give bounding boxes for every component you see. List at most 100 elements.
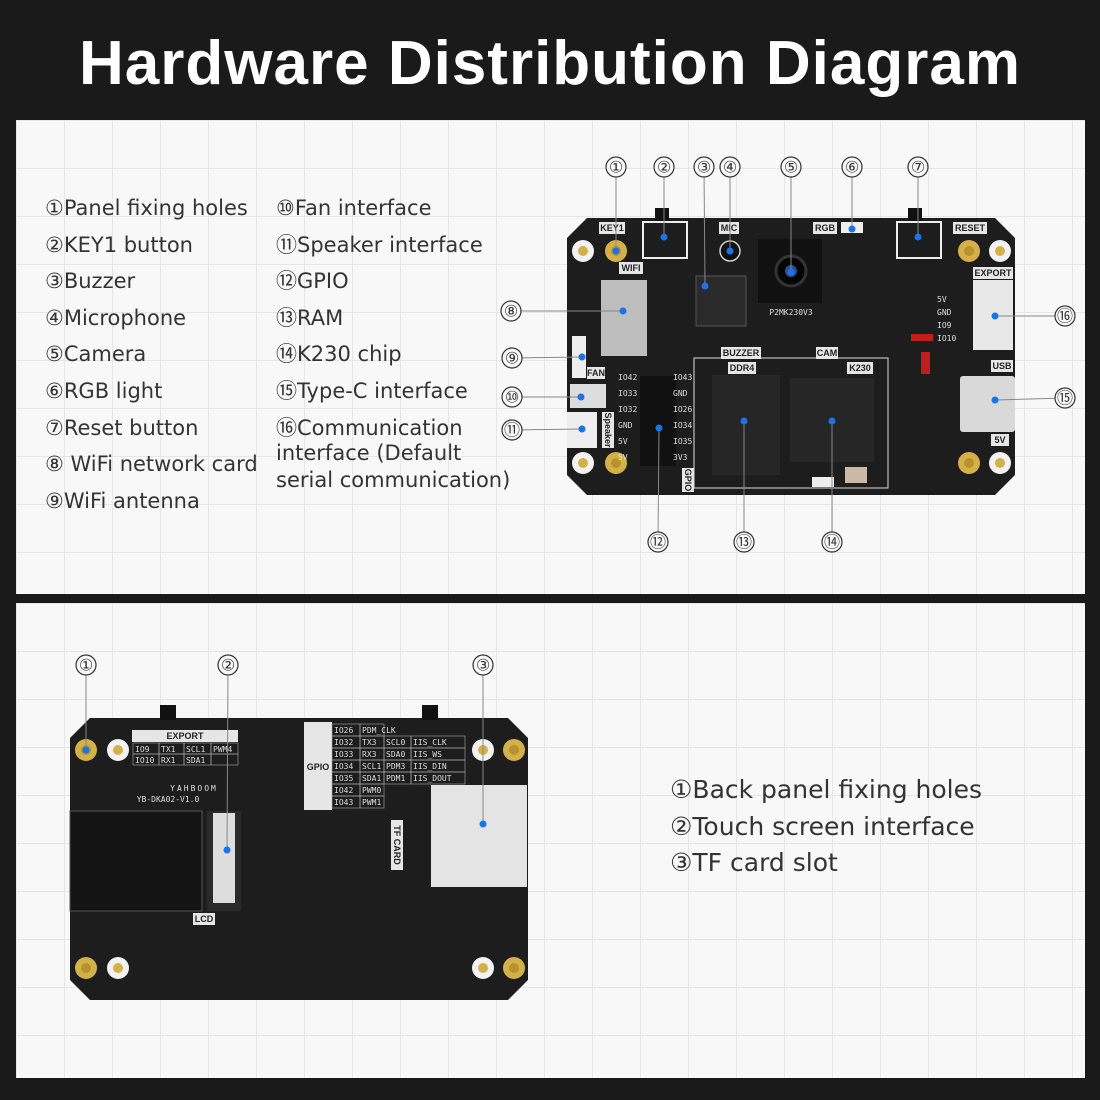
- board-label-reset: RESET: [955, 223, 986, 233]
- wifi-module: [601, 280, 647, 356]
- camera-model-label: P2MK230V3: [769, 308, 813, 317]
- page-title: Hardware Distribution Diagram: [79, 29, 1021, 98]
- brand-logo: YAHBOOM: [170, 784, 218, 793]
- callout-dot: [479, 820, 487, 828]
- callout-number: ③: [476, 656, 490, 675]
- legend-item: ⑮Type-C interface: [276, 379, 468, 403]
- legend-item: interface (Default: [276, 441, 462, 465]
- callout-dot: [991, 312, 999, 320]
- board-label-export: EXPORT: [974, 268, 1012, 278]
- export-cell: IO9: [135, 745, 150, 754]
- board-label-speaker: Speaker: [603, 412, 613, 448]
- export-cell: TX1: [161, 745, 176, 754]
- gpio-pin-label: 5V: [618, 453, 628, 462]
- callout-number: ⑥: [845, 158, 859, 177]
- callout-dot: [740, 417, 748, 425]
- legend-item: ②KEY1 button: [45, 232, 193, 257]
- gpio-cell: IO35: [334, 774, 353, 783]
- board-label-buzzer: BUZZER: [723, 348, 760, 358]
- callout-number: ②: [657, 158, 671, 177]
- gpio-cell: IO33: [334, 750, 353, 759]
- legend-item: ⑦Reset button: [45, 415, 199, 440]
- touch-screen-connector: [213, 813, 235, 903]
- gpio-pin-label: IO33: [618, 389, 637, 398]
- legend-item: ⑧ WiFi network card: [45, 452, 258, 477]
- fan-connector: [570, 384, 606, 408]
- callout-number: ①: [609, 158, 623, 177]
- callout-number: ⑦: [911, 158, 925, 177]
- callout-number: ⑮: [1057, 389, 1073, 408]
- board-label-key1: KEY1: [600, 223, 624, 233]
- gpio-cell: PDM_CLK: [362, 726, 396, 735]
- gpio-pin-label: 3V3: [673, 453, 688, 462]
- model-label: YB-DKA02-V1.0: [137, 795, 200, 804]
- callout-number: ④: [723, 158, 737, 177]
- board-label-k230: K230: [849, 363, 871, 373]
- legend-item: ⑪Speaker interface: [276, 232, 483, 257]
- legend-item: ⑩Fan interface: [276, 196, 432, 220]
- gpio-pin-label: IO34: [673, 421, 692, 430]
- export-pin-label: 5V: [937, 295, 947, 304]
- legend-item: ⑭K230 chip: [276, 342, 402, 367]
- gpio-cell: PWM0: [362, 786, 381, 795]
- callout-dot: [726, 247, 734, 255]
- gpio-pin-label: IO32: [618, 405, 637, 414]
- export-cell: RX1: [161, 756, 176, 765]
- legend-item: ③TF card slot: [670, 848, 838, 877]
- export-cell: SCL1: [186, 745, 205, 754]
- gpio-header: [640, 376, 676, 466]
- legend-item: ⑬RAM: [276, 305, 344, 330]
- export-cell: IO10: [135, 756, 154, 765]
- gpio-cell: IIS_DOUT: [413, 774, 452, 783]
- callout-dot: [848, 225, 856, 233]
- gpio-cell: SCL1: [362, 762, 381, 771]
- callout-dot: [701, 282, 709, 290]
- gpio-pin-label: IO26: [673, 405, 692, 414]
- gpio-pin-label: GND: [618, 421, 633, 430]
- export-cell: PWM4: [213, 745, 232, 754]
- gpio-pin-label: 5V: [618, 437, 628, 446]
- callout-number: ②: [221, 656, 235, 675]
- board-label-gpio: GPIO: [307, 762, 330, 772]
- gpio-cell: IIS_WS: [413, 750, 442, 759]
- board-label-rgb: RGB: [815, 223, 836, 233]
- board-label-fan: FAN: [587, 368, 605, 378]
- callout-number: ①: [79, 656, 93, 675]
- export-pin-label: GND: [937, 308, 952, 317]
- legend-item: ④Microphone: [45, 305, 187, 330]
- callout-dot: [223, 846, 231, 854]
- gpio-cell: IO26: [334, 726, 353, 735]
- tf-card-slot: [431, 785, 527, 887]
- callout-number: ③: [697, 158, 711, 177]
- callout-dot: [787, 268, 795, 276]
- board-label-lcd: LCD: [195, 914, 214, 924]
- callout-number: ⑤: [784, 158, 798, 177]
- callout-dot: [655, 424, 663, 432]
- gpio-cell: PDM1: [386, 774, 405, 783]
- board-label-cam: CAM: [817, 348, 838, 358]
- board-label-usb: USB: [992, 361, 1012, 371]
- gpio-pin-label: IO43: [673, 373, 692, 382]
- callout-number: ⑭: [824, 533, 840, 552]
- legend-item: ⑫GPIO: [276, 269, 349, 294]
- callout-dot: [619, 307, 627, 315]
- gpio-cell: IIS_CLK: [413, 738, 447, 747]
- legend-item: ⑤Camera: [45, 342, 147, 367]
- legend-item: ⑯Communication: [276, 415, 463, 440]
- gpio-cell: PWM1: [362, 798, 381, 807]
- board-label-ddr4: DDR4: [730, 363, 755, 373]
- board-label-tf: TF CARD: [392, 825, 402, 865]
- gpio-pin-label: IO42: [618, 373, 637, 382]
- gpio-pin-label: IO35: [673, 437, 692, 446]
- callout-dot: [991, 396, 999, 404]
- callout-dot: [578, 425, 586, 433]
- callout-dot: [612, 247, 620, 255]
- gpio-cell: IO32: [334, 738, 353, 747]
- legend-item: ⑥RGB light: [45, 379, 163, 403]
- legend-item: ①Back panel fixing holes: [670, 775, 982, 804]
- gpio-cell: SDA1: [362, 774, 381, 783]
- callout-dot: [660, 233, 668, 241]
- callout-dot: [914, 233, 922, 241]
- board-label-v5: 5V: [994, 435, 1005, 445]
